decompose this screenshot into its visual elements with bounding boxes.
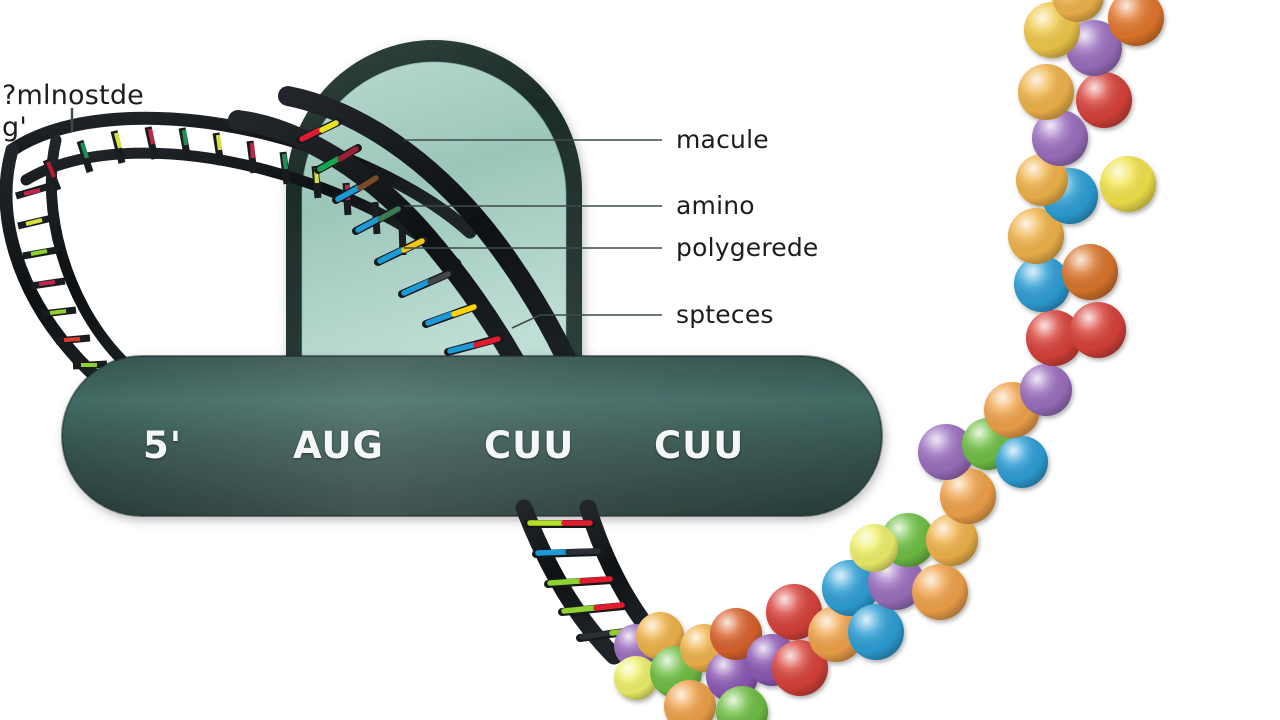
codon-cuu-2: CUU xyxy=(654,424,745,467)
bead xyxy=(614,656,658,700)
bead xyxy=(1100,156,1156,212)
bead xyxy=(1018,64,1074,120)
codon-aug: AUG xyxy=(293,424,384,467)
bead xyxy=(1032,110,1088,166)
bead xyxy=(850,524,898,572)
bead xyxy=(772,640,828,696)
bead xyxy=(1062,244,1118,300)
bead xyxy=(664,680,716,720)
polypeptide-chain xyxy=(614,0,1164,720)
bead xyxy=(926,514,978,566)
bead xyxy=(996,436,1048,488)
bead xyxy=(1008,208,1064,264)
label-spteces: spteces xyxy=(676,300,774,329)
label-macule: macule xyxy=(676,125,769,154)
trna-base-pairs xyxy=(296,118,504,356)
leader-line-spteces xyxy=(511,314,662,329)
bead xyxy=(1014,256,1070,312)
bead xyxy=(766,584,822,640)
bead xyxy=(1020,364,1072,416)
bead xyxy=(940,468,996,524)
label-aminoacid-clipped: ?mlnostde xyxy=(2,80,144,111)
bead xyxy=(1076,72,1132,128)
label-three-prime-clipped: g' xyxy=(2,112,27,143)
mrna-strand xyxy=(61,355,883,517)
ribosome-body xyxy=(286,40,582,390)
label-amino: amino xyxy=(676,191,755,220)
bead xyxy=(1052,0,1104,22)
bead xyxy=(710,608,762,660)
bead xyxy=(1066,20,1122,76)
bead xyxy=(848,604,904,660)
left-helix-base-pairs xyxy=(42,126,407,256)
label-leader-lines xyxy=(70,108,662,329)
bead xyxy=(808,606,864,662)
bead xyxy=(1108,0,1164,46)
bead xyxy=(1026,310,1082,366)
codon-cuu-1: CUU xyxy=(484,424,575,467)
codon-five-prime: 5' xyxy=(143,424,183,467)
bead xyxy=(1070,302,1126,358)
bead xyxy=(1016,154,1068,206)
bead xyxy=(822,560,878,616)
label-polygerede: polygerede xyxy=(676,233,819,262)
bead xyxy=(912,564,968,620)
bead xyxy=(918,424,974,480)
bead xyxy=(716,686,768,720)
